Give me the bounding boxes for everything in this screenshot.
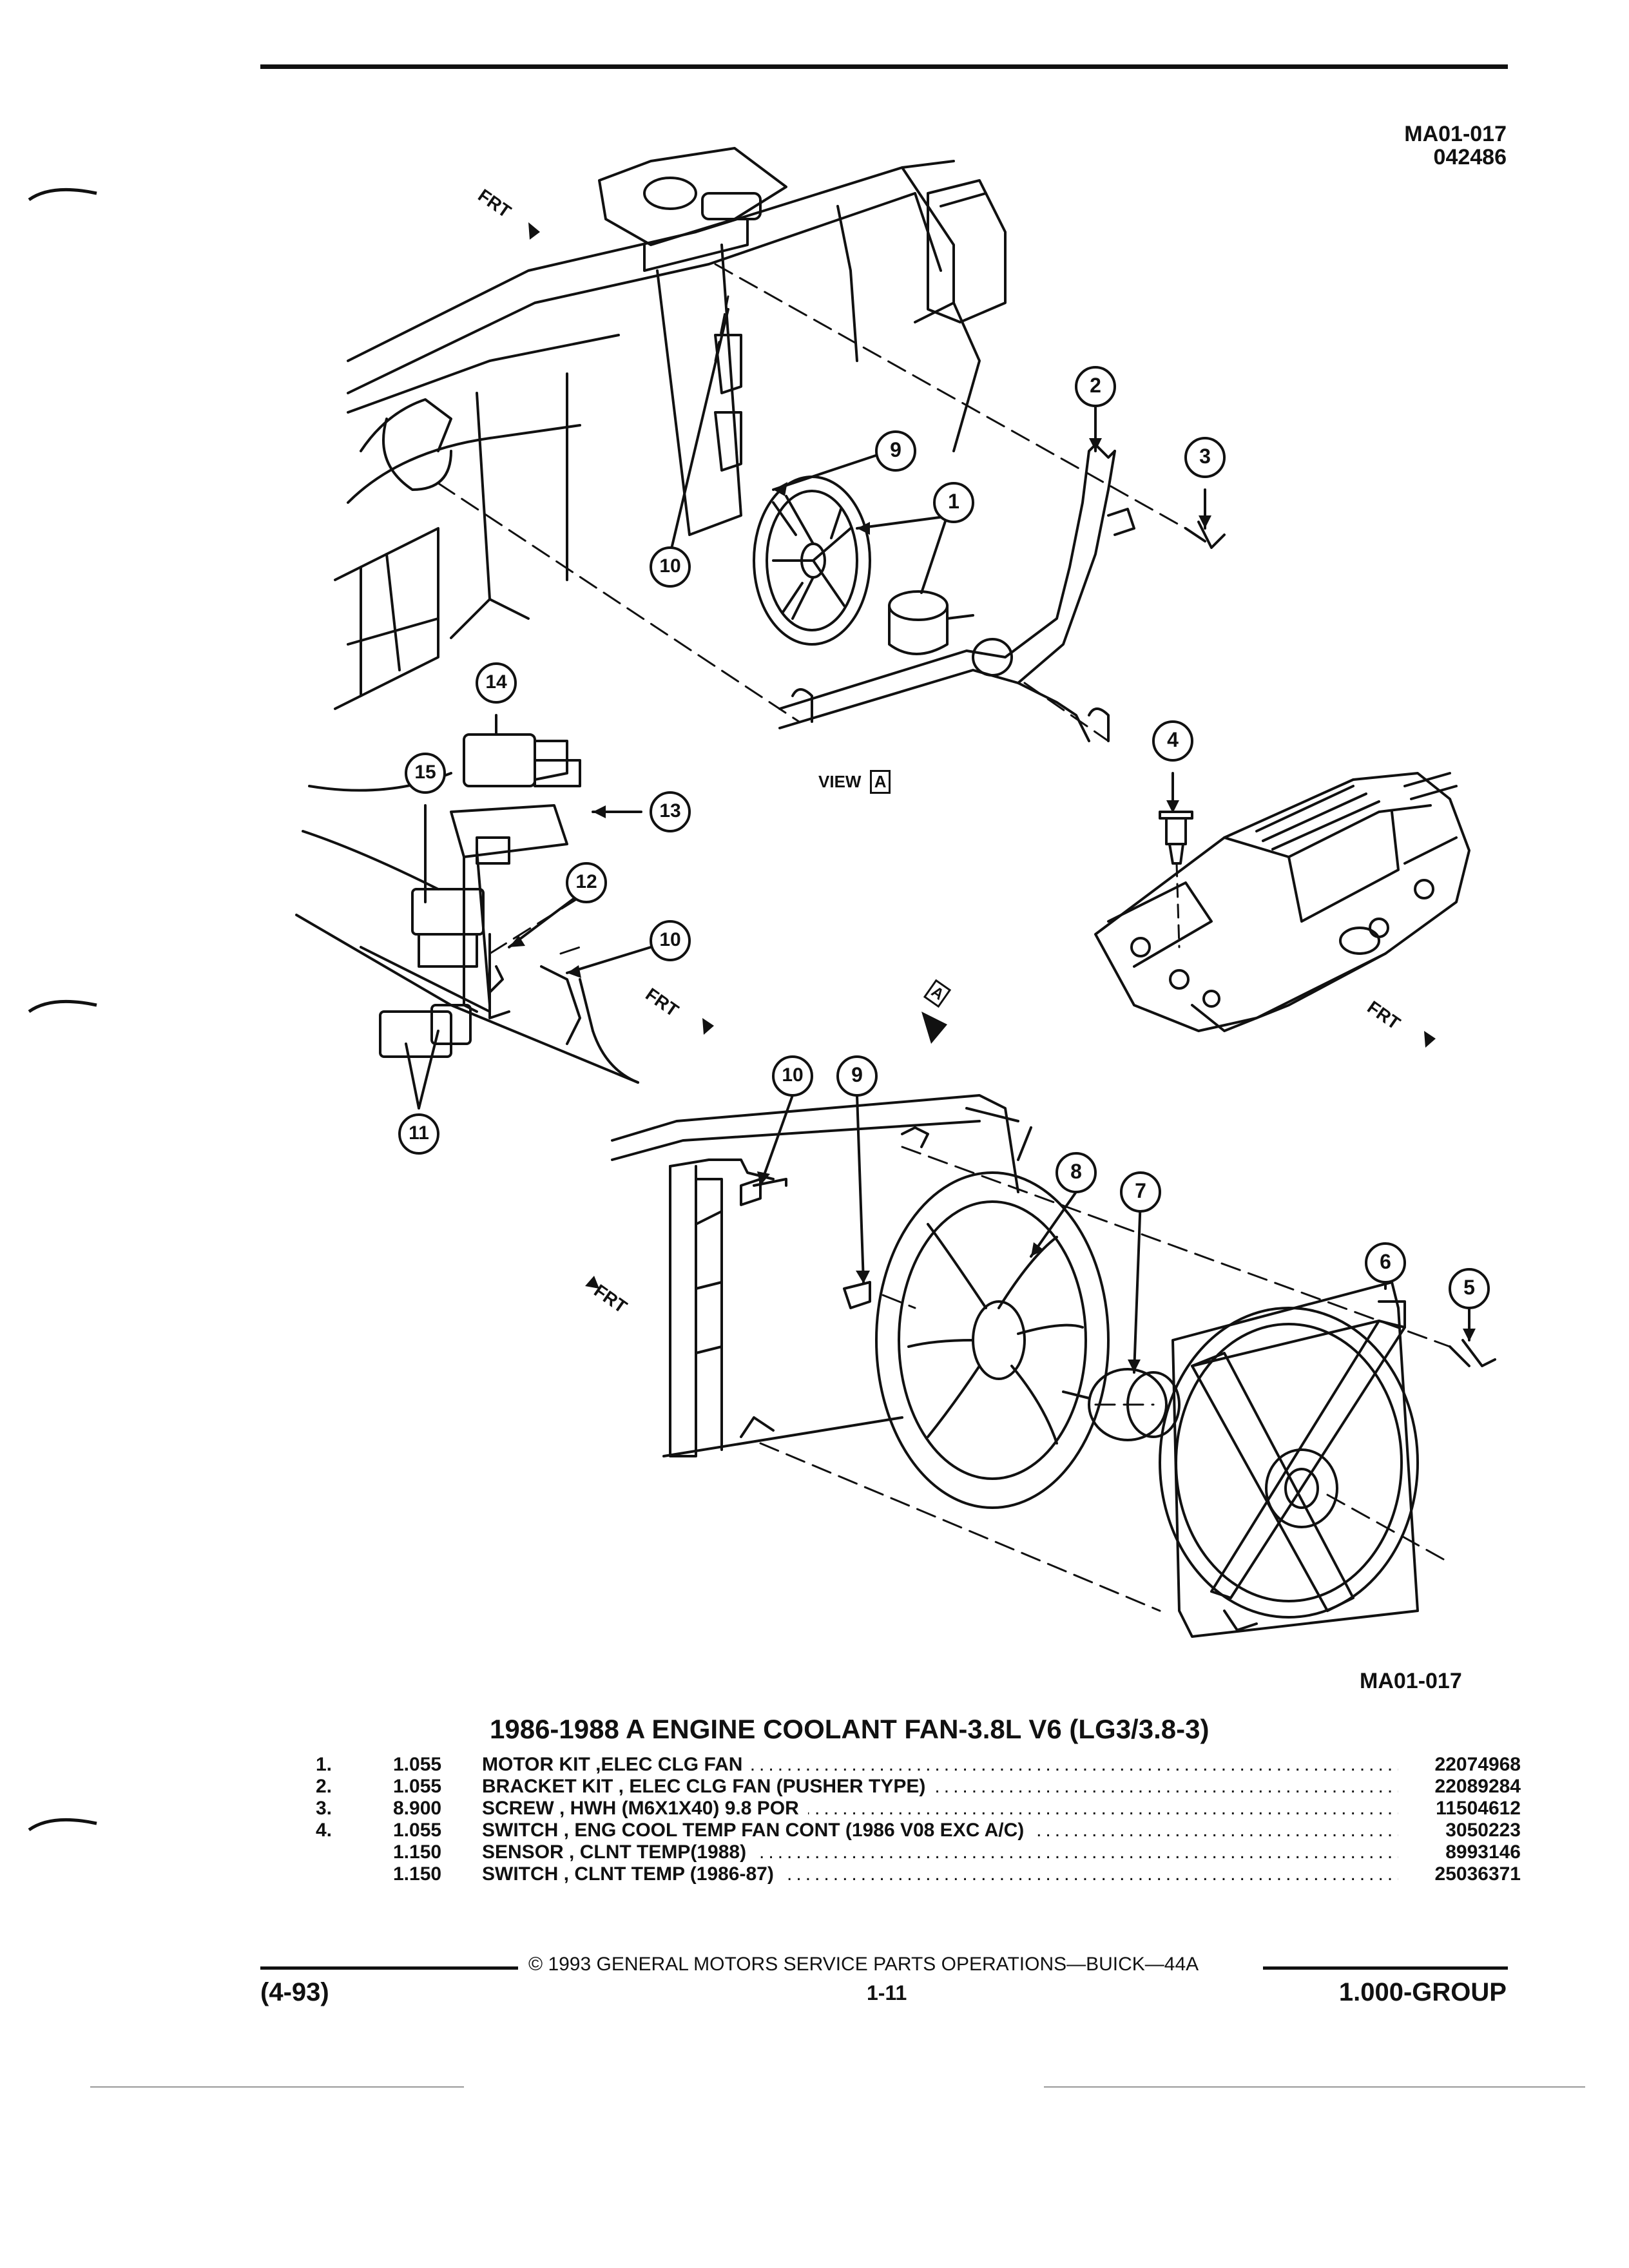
callout-9-upper: 9: [890, 438, 901, 461]
figure-id-bottom: MA01-017: [1360, 1669, 1462, 1693]
figure-code: 042486: [1433, 145, 1507, 169]
callout-10-upper: 10: [659, 555, 681, 577]
footer-page-number: 1-11: [867, 1981, 907, 2004]
lower-radiator: [611, 1094, 1032, 1457]
view-label: VIEW: [818, 772, 862, 791]
footer-date: (4-93): [260, 1978, 329, 2006]
part-number: 22089284: [1398, 1776, 1521, 1798]
callout-12: 12: [575, 871, 597, 892]
part-description: SENSOR , CLNT TEMP(1988): [482, 1841, 756, 1863]
parts-row: 3. 8.900 ...............................…: [316, 1798, 1521, 1820]
callout-15: 15: [414, 762, 436, 783]
callout-7: 7: [1135, 1179, 1146, 1202]
callout-4: 4: [1167, 728, 1179, 751]
margin-mark-top: [28, 187, 97, 202]
part-group: 8.900: [393, 1798, 442, 1819]
intake-manifold: [1094, 772, 1470, 1032]
scan-line: [90, 2086, 464, 2088]
relay-bracket-assembly: [295, 733, 639, 1084]
callout-8: 8: [1070, 1160, 1082, 1183]
callout-11: 11: [409, 1122, 429, 1144]
parts-row: 1.150 ..................................…: [316, 1863, 1521, 1885]
callout-1: 1: [948, 490, 959, 513]
parts-row: 4. 1.055 ...............................…: [316, 1820, 1521, 1841]
part-item-number: 3.: [316, 1798, 333, 1819]
margin-mark-middle: [28, 999, 97, 1014]
callout-3: 3: [1199, 445, 1211, 468]
parts-row: 2. 1.055 ...............................…: [316, 1776, 1521, 1798]
callout-13: 13: [659, 800, 681, 822]
part-number: 25036371: [1398, 1863, 1521, 1885]
view-letter-box: A: [869, 770, 891, 794]
upper-fan: [753, 476, 871, 646]
footer-copyright: © 1993 GENERAL MOTORS SERVICE PARTS OPER…: [528, 1954, 1199, 1975]
part-item-number: 4.: [316, 1820, 333, 1841]
view-a-label: VIEW A: [818, 770, 891, 794]
part-description: MOTOR KIT ,ELEC CLG FAN: [482, 1754, 752, 1776]
callout-5: 5: [1463, 1276, 1475, 1299]
footer-rule-left: [260, 1966, 518, 1970]
part-number: 11504612: [1398, 1798, 1521, 1820]
part-description: SWITCH , ENG COOL TEMP FAN CONT (1986 V0…: [482, 1820, 1034, 1841]
temp-switch: [1159, 811, 1193, 865]
upper-fan-motor: [888, 590, 974, 655]
scan-line: [1044, 2086, 1585, 2088]
part-number: 22074968: [1398, 1754, 1521, 1776]
parts-row: 1. 1.055 ...............................…: [316, 1754, 1521, 1776]
top-rule: [260, 64, 1508, 69]
footer-group: 1.000-GROUP: [1338, 1978, 1507, 2006]
fan-shroud: [1159, 1281, 1419, 1638]
part-description: SCREW , HWH (M6X1X40) 9.8 POR: [482, 1798, 808, 1820]
callout-6: 6: [1380, 1250, 1391, 1273]
figure-id-top: MA01-017 042486: [1249, 122, 1507, 169]
part-group: 1.055: [393, 1754, 442, 1775]
callout-10-middle: 10: [659, 929, 681, 950]
callout-14: 14: [485, 671, 507, 693]
margin-mark-bottom: [28, 1818, 97, 1832]
lower-fan: [875, 1171, 1110, 1509]
part-group: 1.150: [393, 1863, 442, 1885]
part-group: 1.055: [393, 1776, 442, 1797]
part-group: 1.150: [393, 1841, 442, 1863]
part-description: SWITCH , CLNT TEMP (1986-87): [482, 1863, 783, 1885]
part-group: 1.055: [393, 1820, 442, 1841]
callout-10-lower: 10: [782, 1064, 804, 1086]
upper-fan-bracket: [778, 443, 1135, 742]
callout-2: 2: [1090, 374, 1101, 397]
exploded-parts-diagram: [295, 147, 1496, 1638]
footer-rule-right: [1263, 1966, 1508, 1970]
callout-9-lower: 9: [851, 1063, 863, 1086]
part-number: 8993146: [1398, 1841, 1521, 1863]
parts-list: 1. 1.055 ...............................…: [316, 1754, 1521, 1885]
part-item-number: 2.: [316, 1776, 333, 1797]
upper-radiator-support: [334, 147, 1007, 710]
page-title: 1986-1988 A ENGINE COOLANT FAN-3.8L V6 (…: [490, 1714, 1210, 1744]
part-number: 3050223: [1398, 1820, 1521, 1841]
figure-number-top: MA01-017: [1404, 122, 1507, 146]
parts-row: 1.150 ..................................…: [316, 1841, 1521, 1863]
part-description: BRACKET KIT , ELEC CLG FAN (PUSHER TYPE): [482, 1776, 935, 1798]
part-item-number: 1.: [316, 1754, 333, 1775]
